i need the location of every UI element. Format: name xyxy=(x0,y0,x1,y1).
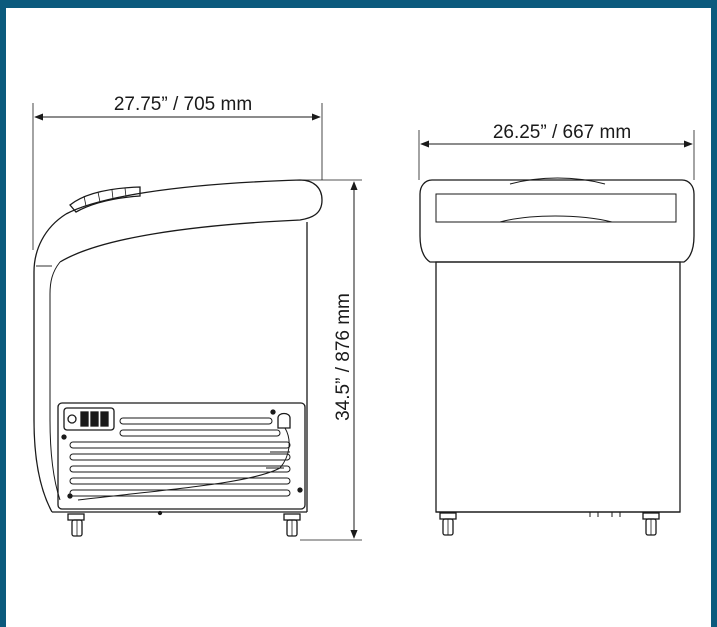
side-power-plug xyxy=(277,412,291,429)
side-switch-plate xyxy=(63,407,115,431)
side-view xyxy=(32,103,362,541)
front-lid-panel xyxy=(435,193,677,223)
side-front-curve xyxy=(33,213,67,513)
side-height-label: 34.5” / 876 mm xyxy=(333,293,354,421)
front-cabinet xyxy=(435,261,681,513)
side-caster-right xyxy=(283,513,301,537)
side-width-label: 27.75” / 705 mm xyxy=(114,94,252,115)
side-inner-curve xyxy=(49,261,61,501)
side-vent-panel xyxy=(57,402,306,510)
front-lid-curve xyxy=(499,215,613,223)
front-lid-outline xyxy=(419,179,695,263)
front-lid-handle xyxy=(509,177,606,185)
side-lid-outline xyxy=(59,179,323,263)
front-caster-left xyxy=(439,512,457,536)
side-vent-slats xyxy=(69,417,291,497)
side-control-panel xyxy=(69,186,141,213)
front-view xyxy=(418,130,695,536)
front-caster-right xyxy=(642,512,660,536)
front-width-label: 26.25” / 667 mm xyxy=(493,122,631,143)
side-power-cord xyxy=(77,427,290,501)
side-caster-left xyxy=(67,513,85,537)
